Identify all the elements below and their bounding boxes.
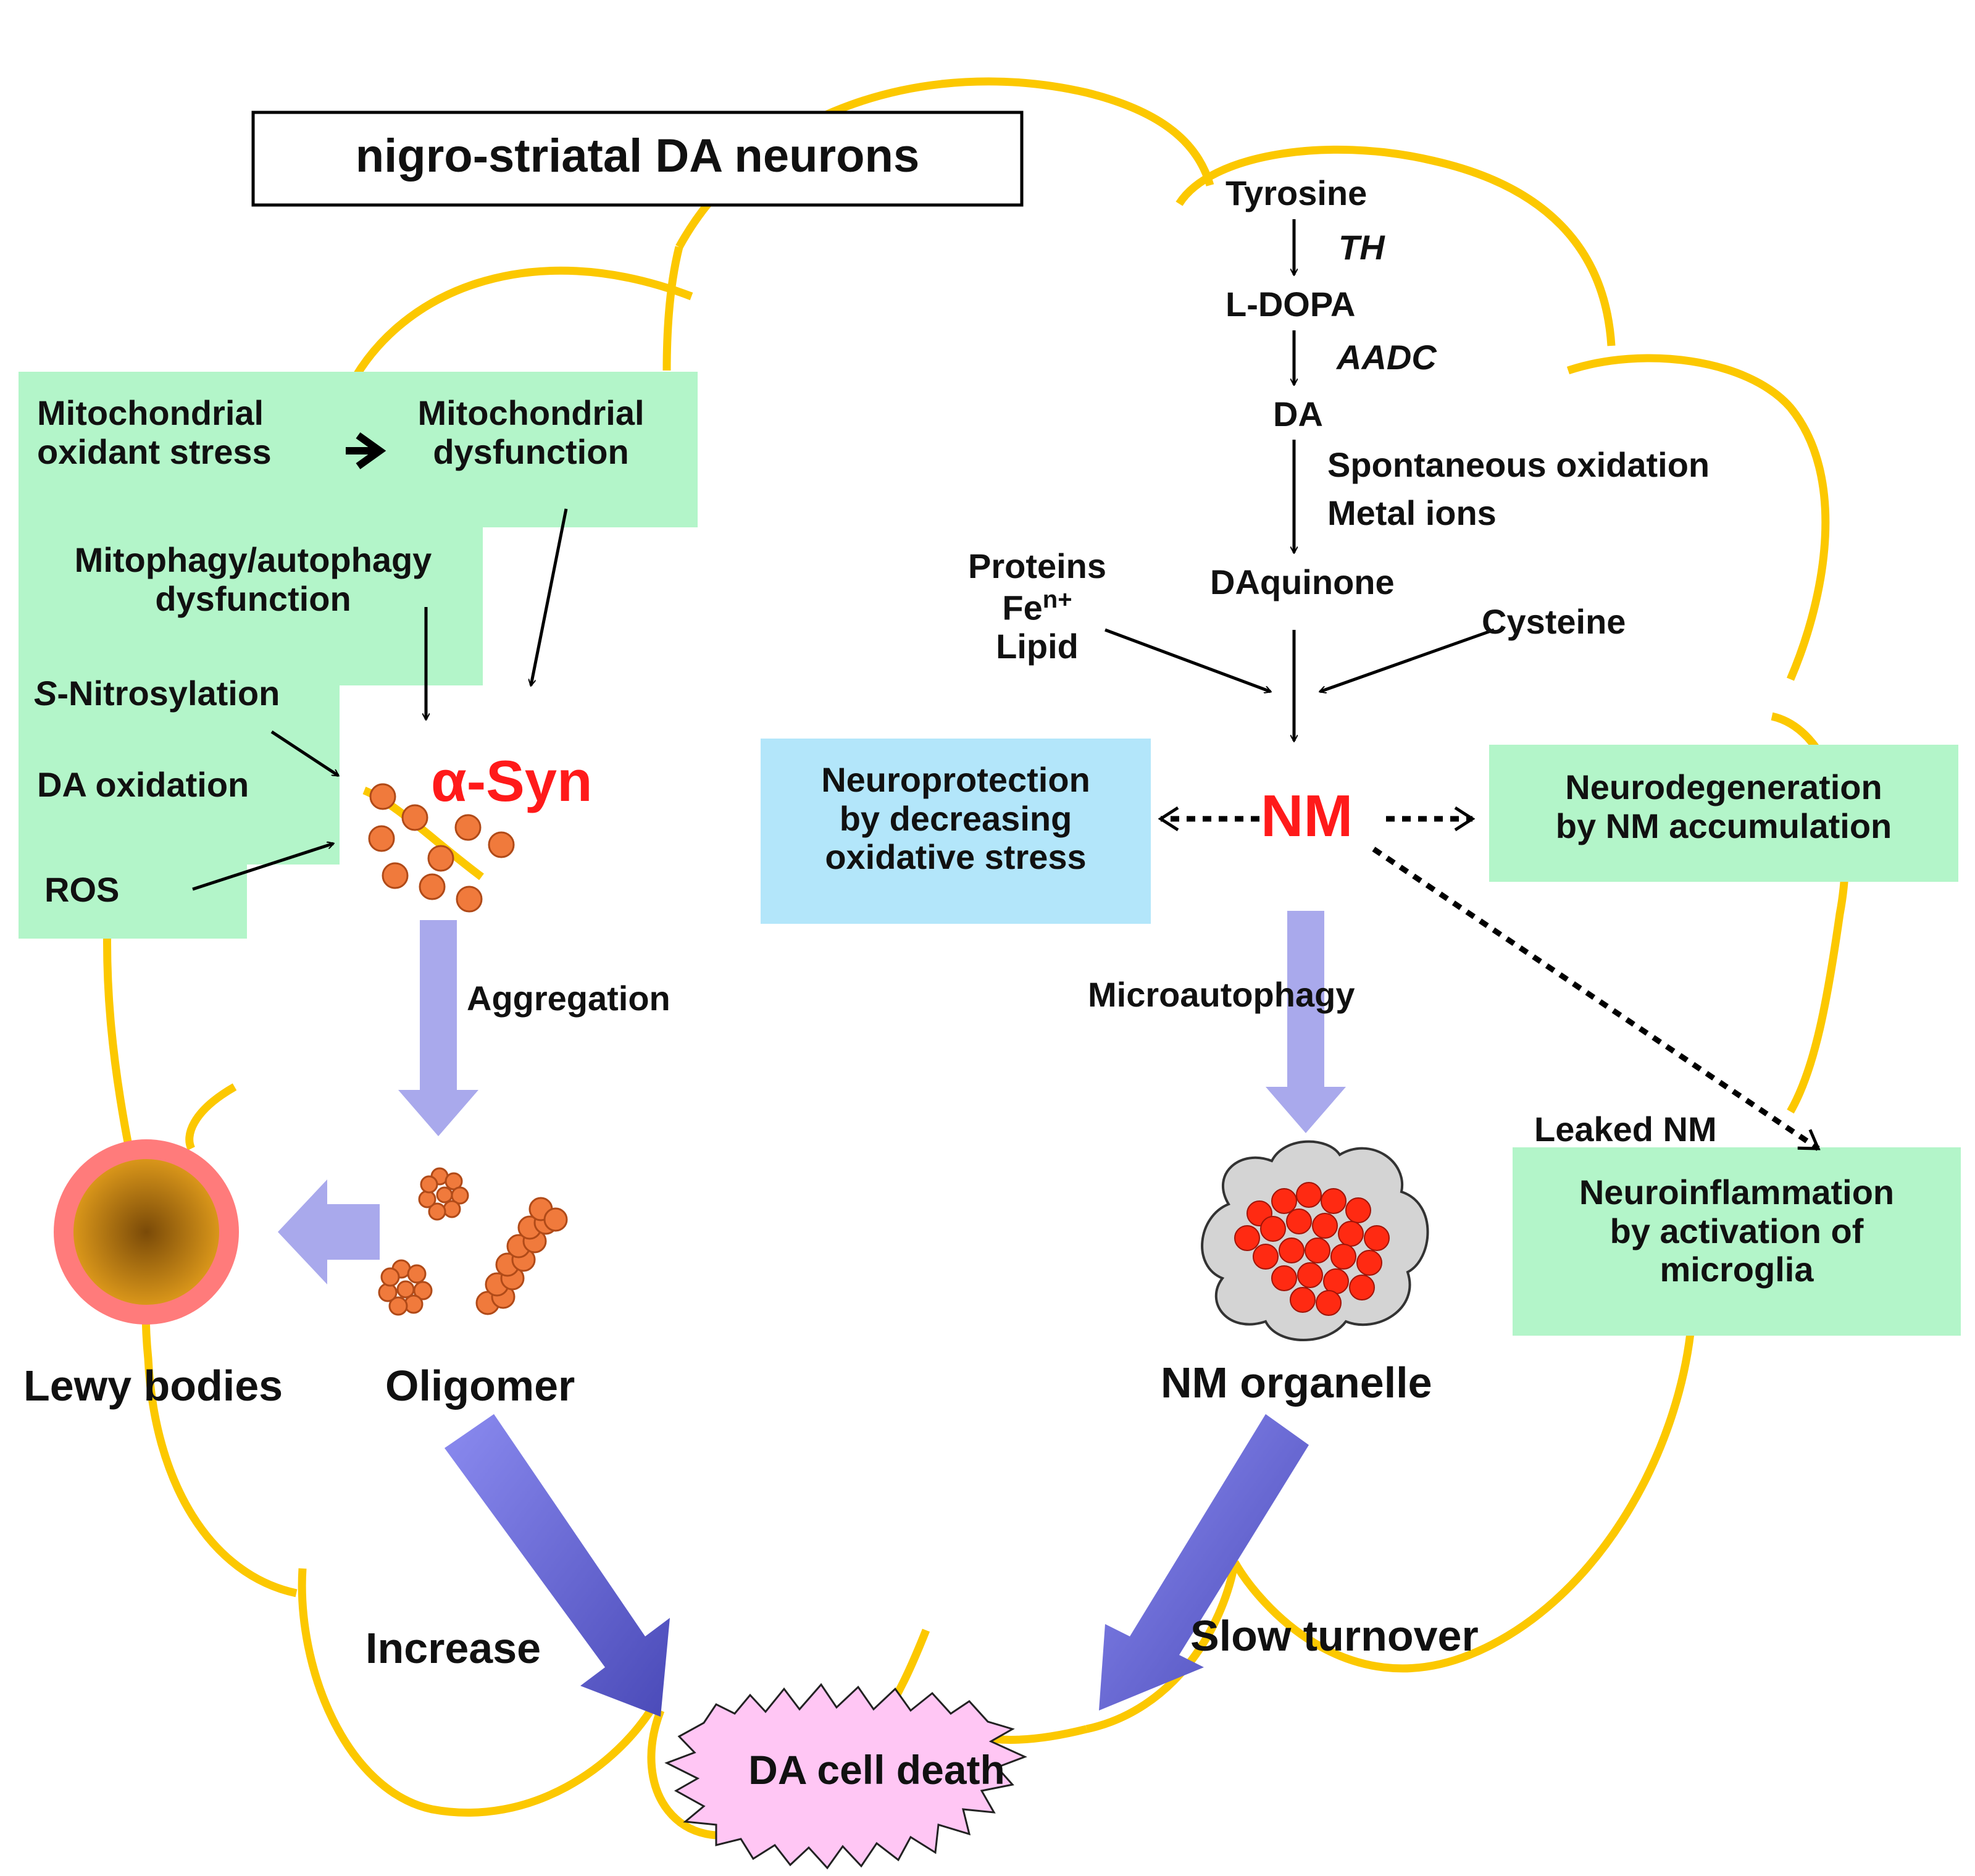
arrow-dysfunction-to-asyn (531, 508, 568, 685)
nitrosylation-label: S-Nitrosylation (34, 674, 280, 713)
alpha-syn-monomers (368, 783, 515, 913)
left-stress-boxes (19, 372, 698, 939)
neuroprotection-line-1: Neuroprotection (821, 760, 1090, 799)
lipid-text: Lipid (996, 627, 1079, 666)
nm-organelle-label: NM organelle (1161, 1359, 1432, 1407)
synthesis-arrows (1104, 219, 1495, 741)
da-label: DA (1273, 395, 1323, 433)
increase-arrow (445, 1414, 670, 1717)
neuroinflammation-line-1: Neuroinflammation (1579, 1173, 1895, 1212)
title-box (251, 111, 1024, 207)
mitophagy-label: Mitophagy/autophagy dysfunction (31, 540, 475, 618)
light-block-arrows (278, 911, 1346, 1284)
neuroprotection-box (761, 739, 1151, 924)
mito-dysfunction-line-2: dysfunction (433, 432, 629, 471)
alpha-syn-label: α-Syn (431, 748, 593, 813)
increase-label: Increase (365, 1624, 541, 1672)
mito-stress-label: Mitochondrial oxidant stress (37, 393, 272, 471)
cell-death-label: DA cell death (748, 1747, 1005, 1793)
nm-organelle-icon (1201, 1140, 1429, 1341)
iron-symbol: Fe (1002, 588, 1043, 627)
lewy-bodies-label: Lewy bodies (23, 1362, 283, 1410)
left-arrows (192, 508, 568, 891)
tyrosine-label: Tyrosine (1226, 174, 1367, 212)
aggregation-label: Aggregation (467, 979, 670, 1018)
neuroinflammation-line-3: microglia (1660, 1250, 1814, 1289)
neuroinflammation-box (1513, 1147, 1961, 1336)
spontaneous-oxidation-label: Spontaneous oxidation (1327, 445, 1710, 484)
cell-death-burst (664, 1683, 1027, 1870)
neurodegeneration-box (1489, 745, 1958, 882)
cysteine-label: Cysteine (1482, 602, 1626, 641)
neurodegeneration-label: Neurodegeneration by NM accumulation (1489, 768, 1958, 845)
mito-dysfunction-label: Mitochondrial dysfunction (383, 393, 679, 471)
cell-membrane (102, 77, 1850, 1840)
proteins-text: Proteins (967, 546, 1107, 585)
arrow-cysteine-nm (1320, 628, 1495, 692)
arrow-nm-neuroinflammation (1372, 847, 1818, 1151)
mito-stress-line-2: oxidant stress (37, 432, 272, 471)
mitophagy-box (19, 527, 483, 685)
oligomer-clusters (378, 1167, 568, 1316)
oligomer-label: Oligomer (385, 1362, 575, 1410)
arrow-stress-to-dysfunction (346, 432, 386, 469)
neurodegeneration-line-2: by NM accumulation (1555, 806, 1892, 845)
lewy-body-icon (54, 1139, 239, 1325)
microautophagy-arrow (1266, 911, 1346, 1133)
arrow-proteins-nm (1104, 628, 1271, 692)
neurodegeneration-line-1: Neurodegeneration (1565, 768, 1882, 806)
mito-stress-line-1: Mitochondrial (37, 393, 264, 432)
neuroprotection-label: Neuroprotection by decreasing oxidative … (761, 760, 1151, 877)
th-label: TH (1338, 228, 1385, 267)
ros-label: ROS (44, 870, 120, 909)
metal-ions-label: Metal ions (1327, 493, 1497, 532)
nitrosylation-prefix: S (34, 674, 57, 713)
mito-dysfunction-line-1: Mitochondrial (417, 393, 645, 432)
daquinone-label: DAquinone (1210, 563, 1395, 601)
mitophagy-line-1: Mitophagy/autophagy (74, 540, 432, 579)
mitophagy-line-2: dysfunction (155, 579, 351, 618)
page-title: nigro-striatal DA neurons (355, 130, 920, 182)
ros-box (19, 865, 247, 939)
iron-charge: n+ (1042, 585, 1072, 613)
arrow-nitro-to-asyn (270, 730, 338, 777)
neuroprotection-line-3: oxidative stress (825, 837, 1087, 877)
nm-dotted-arrows (1161, 819, 1818, 1151)
aggregation-arrow (398, 920, 478, 1136)
microautophagy-label: Microautophagy (1088, 975, 1355, 1014)
leaked-nm-label: Leaked NM (1534, 1110, 1717, 1149)
nitro-box (19, 685, 340, 865)
aadc-label: AADC (1337, 338, 1437, 377)
neuroprotection-line-2: by decreasing (839, 798, 1072, 838)
oligomer-to-lewy-arrow (278, 1179, 380, 1284)
neuroinflammation-label: Neuroinflammation by activation of micro… (1513, 1173, 1961, 1289)
neuroinflammation-line-2: by activation of (1610, 1211, 1864, 1250)
slow-turnover-arrow (1099, 1414, 1309, 1711)
ldopa-label: L-DOPA (1226, 285, 1356, 324)
arrow-ros-to-asyn (192, 844, 333, 891)
slow-turnover-label: Slow turnover (1190, 1612, 1479, 1660)
proteins-fe-lipid-label: Proteins Fen+ Lipid (945, 546, 1130, 666)
dark-block-arrows (445, 1414, 1309, 1717)
da-oxidation-label: DA oxidation (37, 765, 249, 804)
iron-text: Fen+ (945, 586, 1130, 627)
nm-label: NM (1261, 783, 1353, 849)
nitrosylation-suffix: -Nitrosylation (57, 674, 280, 713)
